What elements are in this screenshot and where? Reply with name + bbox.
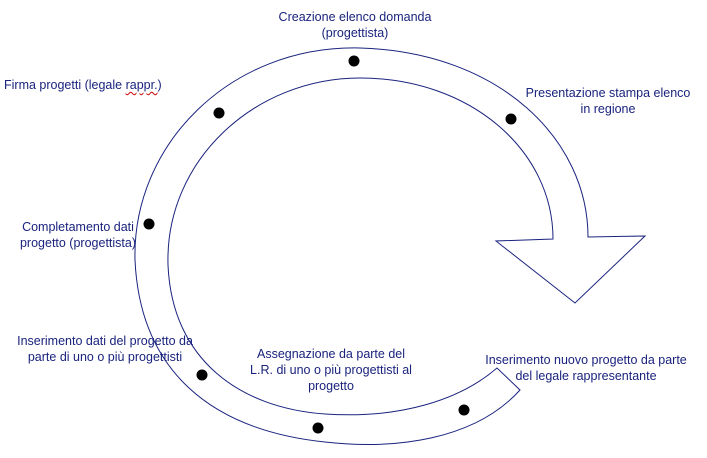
step-dot	[143, 218, 155, 230]
step-label-presentazione-stampa: Presentazione stampa elenco in regione	[525, 86, 691, 116]
step-label-inserimento-nuovo-progetto: Inserimento nuovo progetto da parte del …	[485, 353, 687, 383]
step-dot	[458, 404, 470, 416]
step-label-inserimento-dati: Inserimento dati del progetto da parte d…	[17, 334, 193, 364]
step-label-completamento-dati: Completamento dati progetto (progettista…	[19, 220, 137, 250]
step-label-firma-progetti: Firma progetti (legale rappr.)	[4, 78, 162, 92]
step-label-creazione-elenco: Creazione elenco domanda (progettista)	[278, 10, 432, 40]
step-dot	[213, 107, 225, 119]
cycle-arrow	[134, 47, 647, 445]
step-label-assegnazione: Assegnazione da parte del L.R. di uno o …	[250, 347, 412, 393]
step-dot	[348, 55, 360, 67]
step-dot	[312, 422, 324, 434]
spellcheck-flagged-word: rappr.	[125, 78, 158, 92]
step-dot	[505, 113, 517, 125]
step-dot	[196, 369, 208, 381]
